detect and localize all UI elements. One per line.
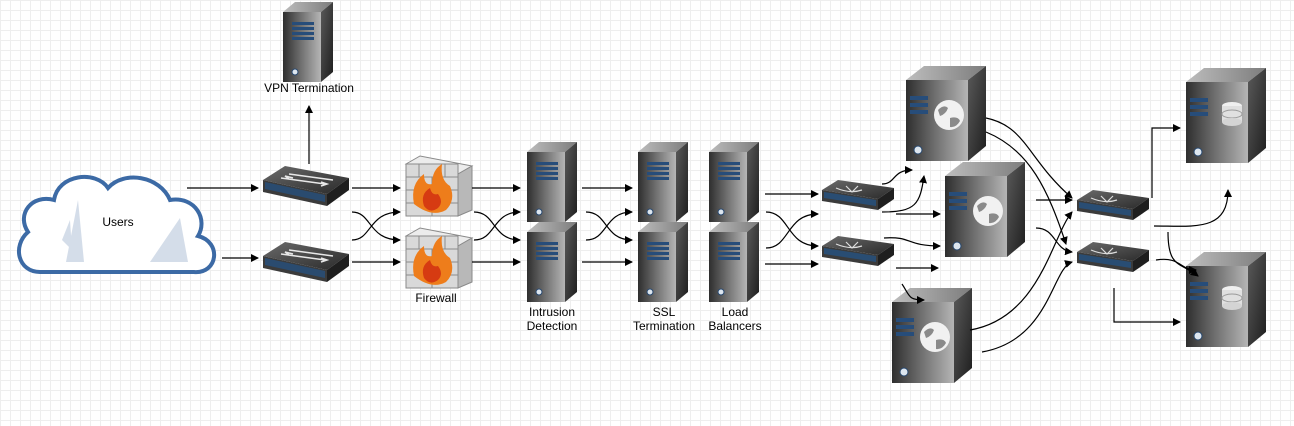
cloud-shading xyxy=(62,200,188,262)
arrow-back-db1-b xyxy=(1153,189,1232,227)
ssl-server-bottom-icon xyxy=(637,221,689,303)
arrow-back-db2-b xyxy=(1113,288,1181,326)
arrow-back-db1 xyxy=(1151,124,1181,198)
arrow-sw-web3 xyxy=(901,283,925,304)
arrow-cross-2 xyxy=(351,208,401,241)
vpn-server-icon xyxy=(282,1,334,83)
arrow-sw-web1-b xyxy=(881,175,927,213)
intrusion-detection-label: Intrusion Detection xyxy=(526,305,578,333)
front-switch-bottom-icon xyxy=(821,235,895,267)
ids-server-top-icon xyxy=(526,141,578,223)
connectors xyxy=(187,105,1232,353)
load-balancer-bottom-icon xyxy=(708,221,760,303)
arrow-back-db2-c xyxy=(1167,231,1199,277)
arrow-web1-back-top xyxy=(985,117,1073,199)
users-label: Users xyxy=(102,215,134,229)
arrow-cross-8 xyxy=(765,210,819,249)
web-server-3-icon xyxy=(891,287,973,384)
arrow-cross-4 xyxy=(473,208,521,241)
firewall-label: Firewall xyxy=(415,291,457,305)
ids-server-bottom-icon xyxy=(526,221,578,303)
ssl-server-top-icon xyxy=(637,141,689,223)
firewall-top-icon xyxy=(405,155,473,217)
firewall-bottom-icon xyxy=(405,227,473,289)
ssl-termination-label: SSL Termination xyxy=(632,305,696,333)
arrow-web3-back-top xyxy=(969,211,1073,331)
arrow-web2-back-bottom xyxy=(1035,227,1073,256)
back-switch-bottom-icon xyxy=(1076,241,1150,273)
arrow-cross-7 xyxy=(765,211,819,250)
db-server-2-icon xyxy=(1185,251,1267,348)
edge-switch-top-icon xyxy=(262,165,350,207)
web-server-2-icon xyxy=(944,161,1026,258)
arrow-web1-back-bottom xyxy=(985,131,1068,245)
load-balancers-label: Load Balancers xyxy=(708,305,762,333)
db-server-1-icon xyxy=(1185,67,1267,164)
web-server-1-icon xyxy=(905,65,987,162)
arrow-sw-web1-a xyxy=(881,166,913,185)
vpn-termination-label: VPN Termination xyxy=(264,81,354,95)
arrow-cross-5 xyxy=(585,211,633,244)
arrow-cross-1 xyxy=(351,211,401,244)
arrow-sw-web2-b xyxy=(883,237,941,250)
arrow-cross-3 xyxy=(473,211,521,244)
arrow-cross-6 xyxy=(585,208,633,241)
edge-switch-bottom-icon xyxy=(262,241,350,283)
back-switch-top-icon xyxy=(1076,189,1150,221)
load-balancer-top-icon xyxy=(708,141,760,223)
arrow-web3-back-bottom xyxy=(981,260,1073,353)
